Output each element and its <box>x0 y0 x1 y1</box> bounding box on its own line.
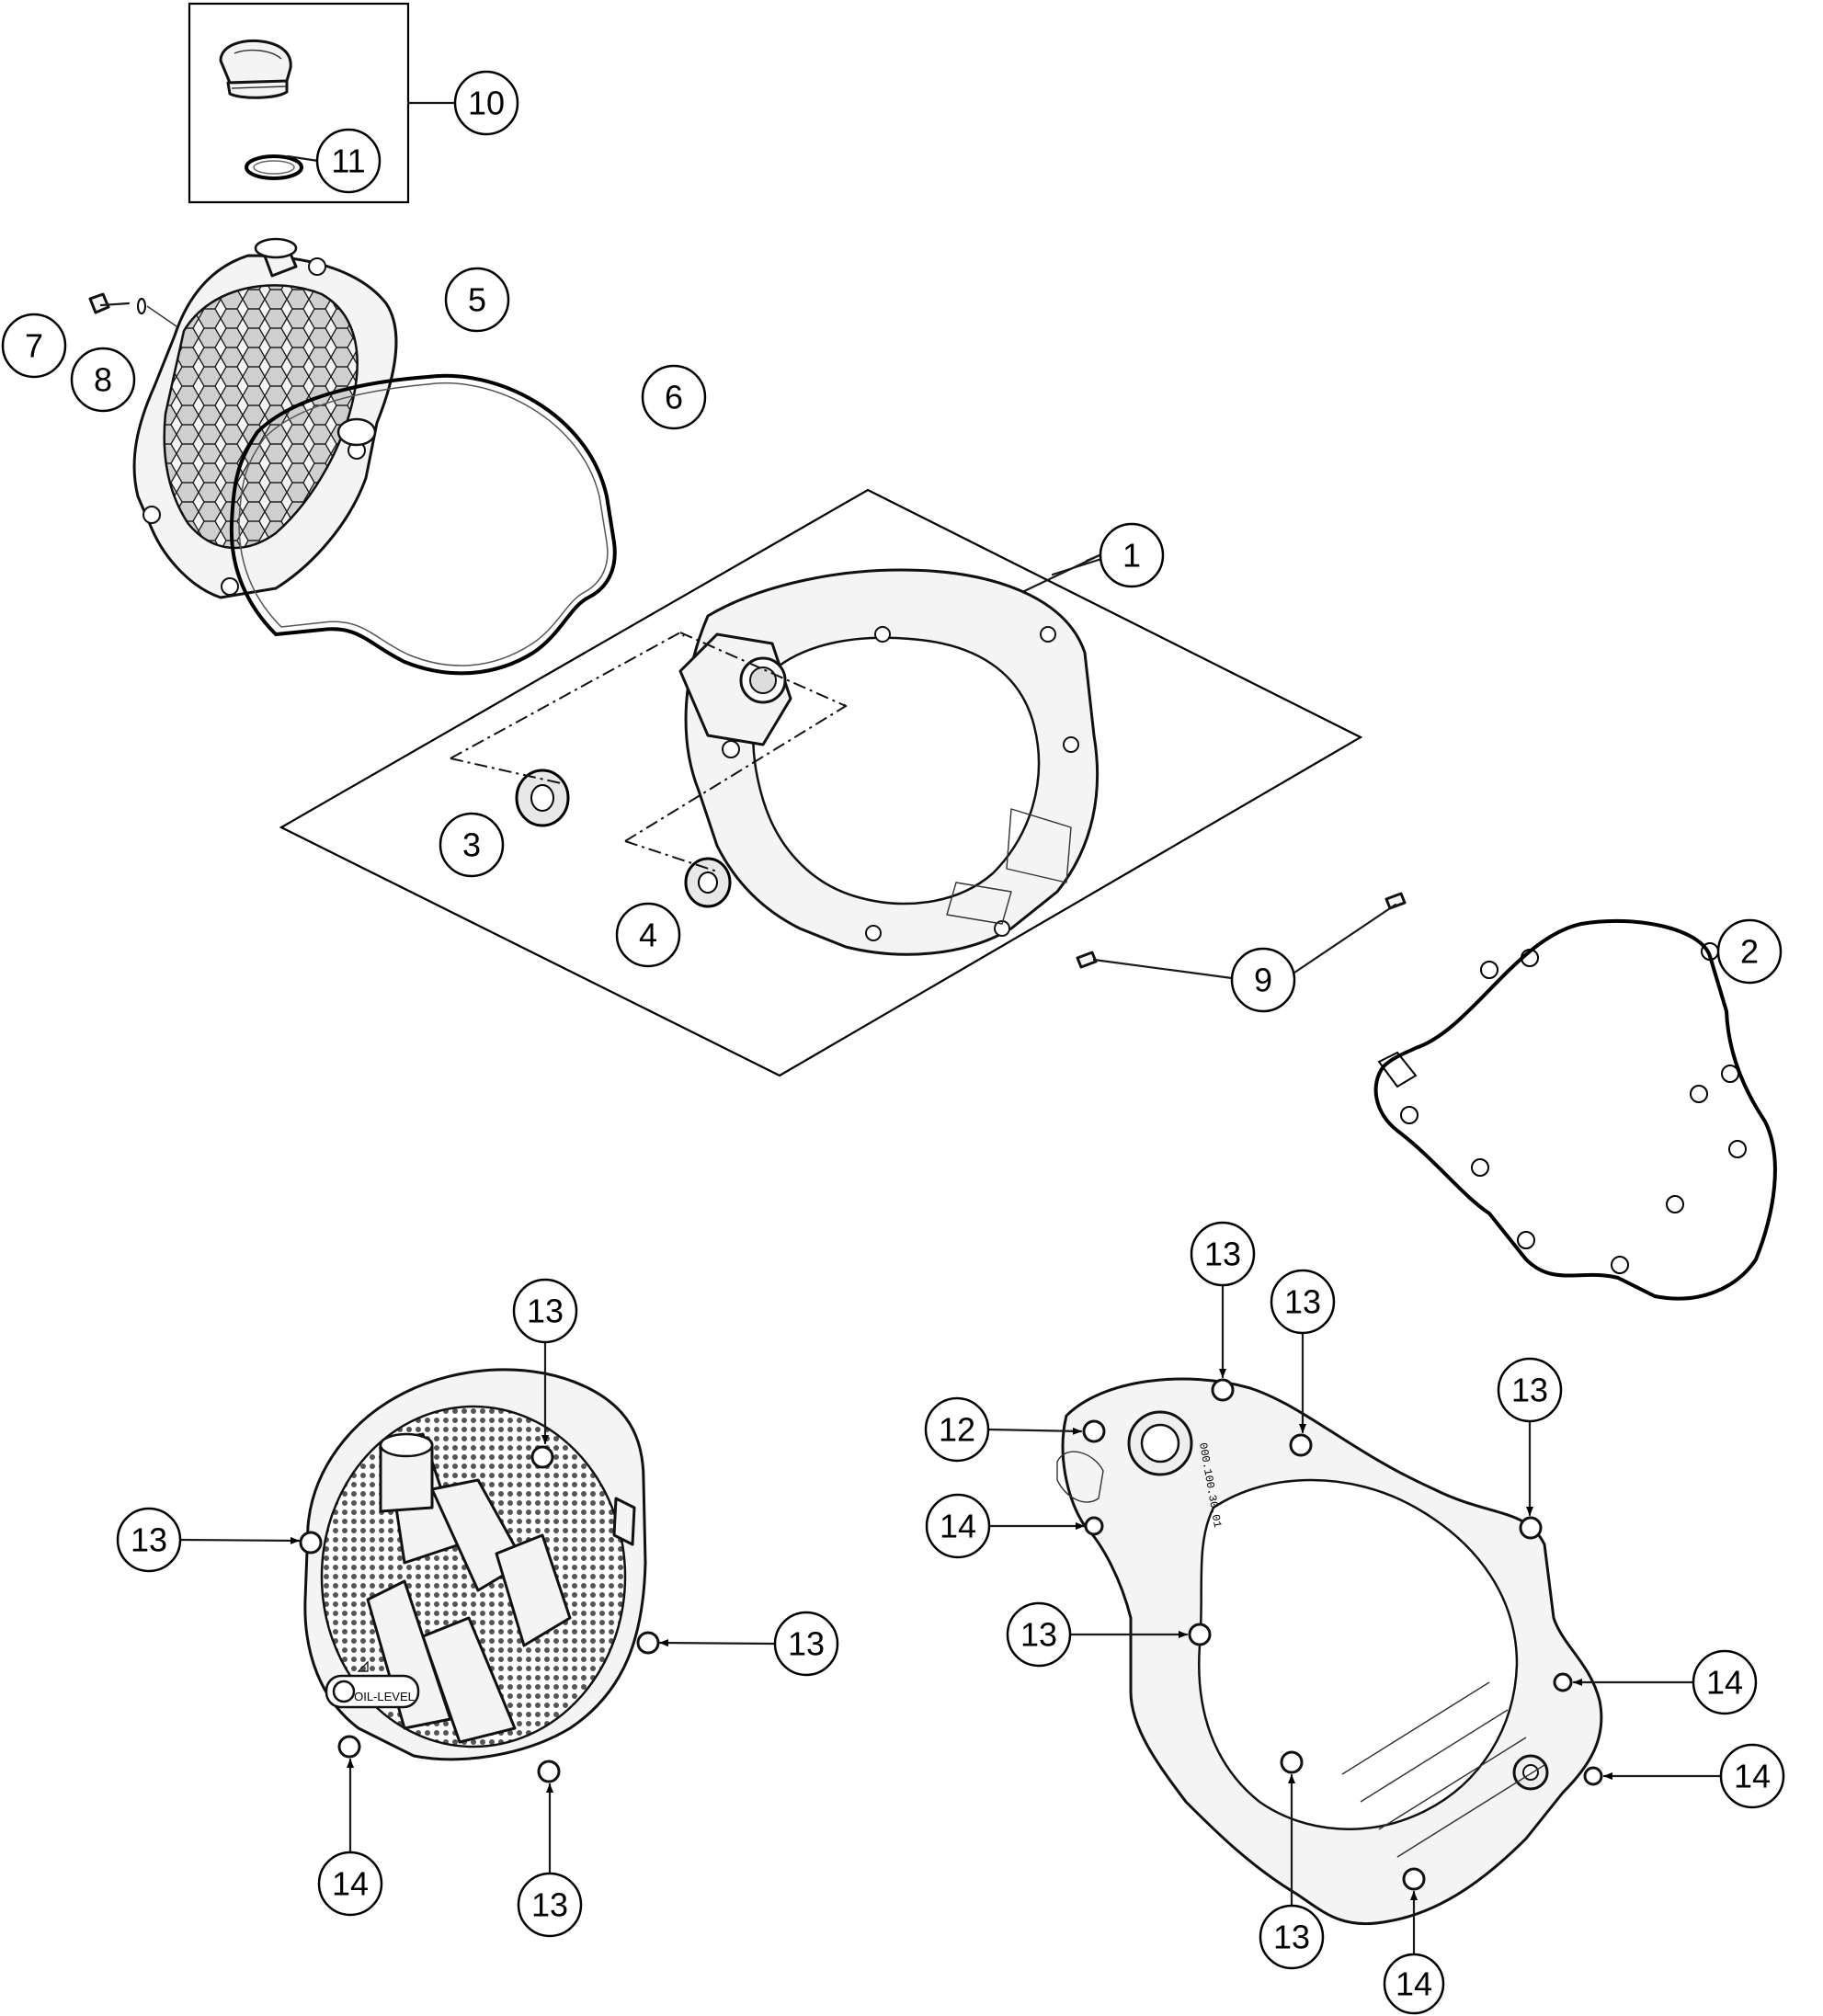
svg-text:7: 7 <box>25 327 43 365</box>
callout-13-bl-bottom: 13 <box>517 1872 583 1938</box>
callout-5: 5 <box>444 267 510 333</box>
inner-clutch-cover <box>678 568 1099 956</box>
oil-level-marking: OIL-LEVEL <box>354 1690 415 1703</box>
svg-text:6: 6 <box>665 379 683 416</box>
svg-text:13: 13 <box>1273 1919 1310 1956</box>
callout-3: 3 <box>439 812 505 878</box>
clutch-cover-seal-ring <box>229 373 617 676</box>
callout-14-bl-bottom: 14 <box>317 1851 383 1917</box>
callout-13-br-left: 13 <box>1006 1601 1072 1668</box>
callout-13-bl-left: 13 <box>116 1507 182 1573</box>
callout-14-br-right-1: 14 <box>1692 1649 1758 1715</box>
callout-14-br-right-2: 14 <box>1719 1743 1785 1809</box>
svg-text:5: 5 <box>468 281 486 319</box>
bearing-4 <box>684 857 732 908</box>
svg-text:14: 14 <box>1734 1758 1771 1795</box>
outer-cover-front-view: OIL-LEVEL <box>299 1368 660 1783</box>
callout-7: 7 <box>1 313 67 379</box>
svg-text:13: 13 <box>788 1625 825 1663</box>
callout-8: 8 <box>70 347 136 413</box>
svg-text:9: 9 <box>1254 962 1272 999</box>
callout-13-br-top-3: 13 <box>1497 1357 1563 1423</box>
inner-cover-back-view: 000.100.30.01 <box>1056 1377 1603 1926</box>
svg-text:13: 13 <box>1511 1372 1548 1409</box>
callout-4: 4 <box>615 902 681 968</box>
bearing-3 <box>515 769 570 827</box>
callout-13-br-top-2: 13 <box>1270 1269 1336 1335</box>
callout-10: 10 <box>453 70 519 136</box>
callout-13-bl-right: 13 <box>773 1611 839 1677</box>
svg-text:13: 13 <box>531 1886 568 1924</box>
callout-11: 11 <box>315 128 382 194</box>
svg-text:13: 13 <box>1284 1283 1321 1321</box>
dowel-pins <box>1076 892 1407 980</box>
callout-12: 12 <box>924 1396 990 1463</box>
kit-outline <box>279 488 1363 1077</box>
svg-text:14: 14 <box>1396 1965 1432 2003</box>
callout-13-br-top-1: 13 <box>1190 1221 1256 1287</box>
clutch-cover-gasket <box>1373 918 1777 1301</box>
svg-text:14: 14 <box>1706 1664 1743 1702</box>
svg-text:14: 14 <box>332 1865 369 1903</box>
svg-text:13: 13 <box>131 1521 167 1559</box>
callout-14-br-left: 14 <box>925 1493 991 1559</box>
svg-text:4: 4 <box>639 917 657 954</box>
svg-text:11: 11 <box>331 142 365 180</box>
svg-text:13: 13 <box>1204 1236 1241 1273</box>
callout-1: 1 <box>1099 522 1165 588</box>
svg-text:14: 14 <box>940 1508 976 1545</box>
cover-screw <box>88 292 177 327</box>
svg-text:12: 12 <box>939 1411 975 1449</box>
clutch-cover-kit <box>279 488 1363 1077</box>
oil-plug-group <box>188 2 456 204</box>
callout-13-bl-top: 13 <box>512 1278 578 1344</box>
oil-plug-o-ring <box>245 154 303 180</box>
callout-9: 9 <box>1230 947 1296 1013</box>
leader-lines <box>178 154 1723 1988</box>
callout-13-br-bottom: 13 <box>1259 1904 1325 1970</box>
callout-2: 2 <box>1716 918 1783 985</box>
svg-text:8: 8 <box>94 361 112 399</box>
svg-text:13: 13 <box>1020 1616 1057 1654</box>
svg-text:10: 10 <box>468 85 505 122</box>
outer-clutch-cover <box>132 237 398 599</box>
callout-6: 6 <box>641 364 707 430</box>
callout-14-br-bottom: 14 <box>1383 1953 1445 2015</box>
svg-text:1: 1 <box>1122 537 1141 575</box>
svg-text:13: 13 <box>527 1293 564 1330</box>
oil-filler-plug <box>219 39 292 99</box>
svg-text:3: 3 <box>462 826 481 864</box>
svg-text:2: 2 <box>1740 933 1759 971</box>
